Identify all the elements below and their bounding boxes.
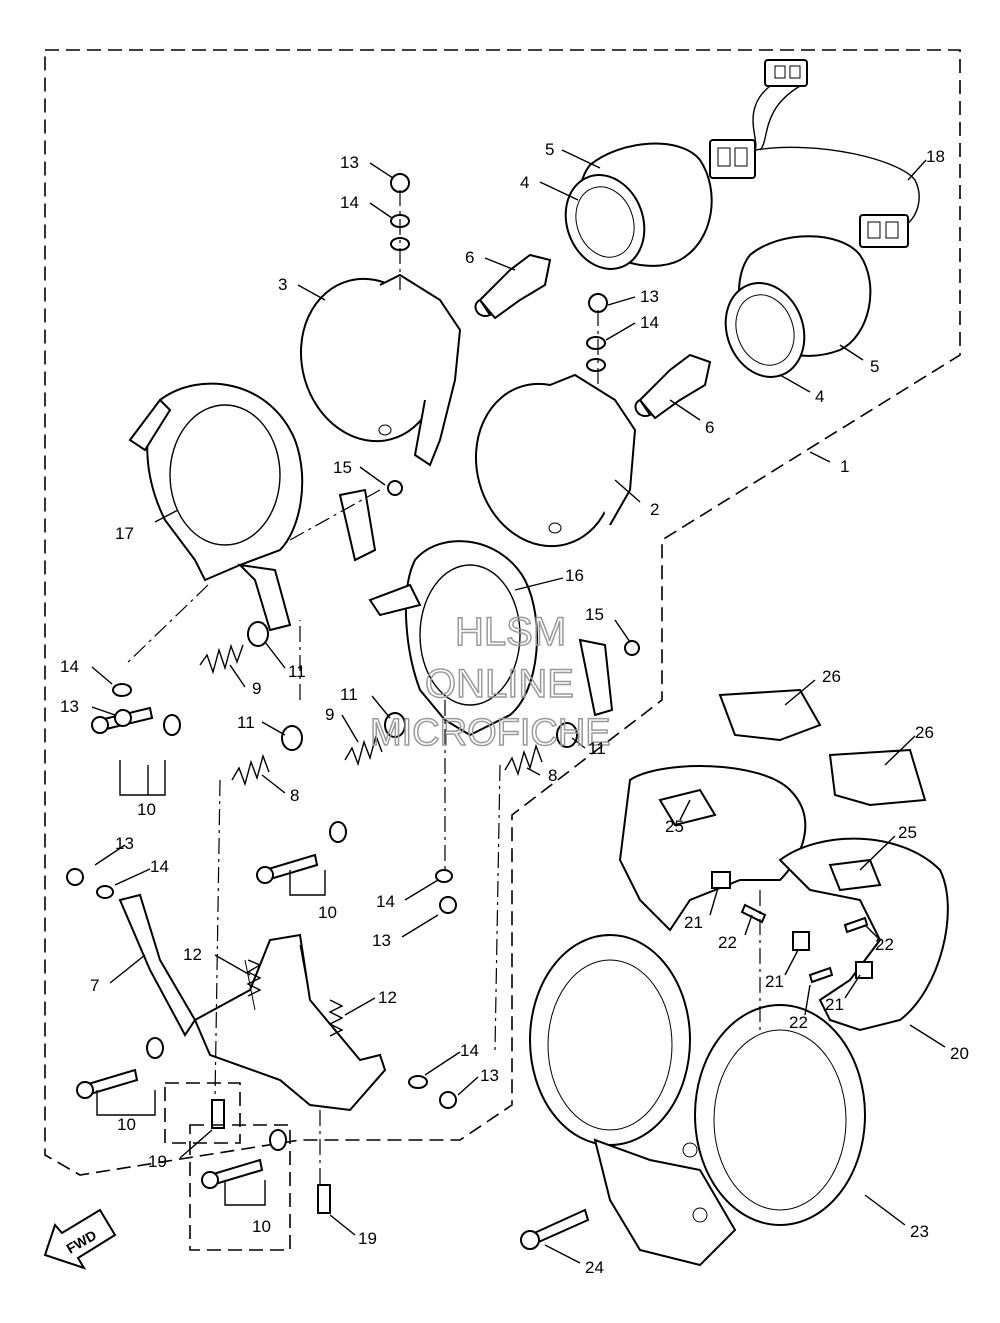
callout-labels: 13 14 3 5 4 6 18 13 14 5 4 6 1 2 17 15 1… xyxy=(60,140,969,1277)
callout-3: 3 xyxy=(278,275,287,294)
headlight-unit-right xyxy=(474,373,637,548)
callout-6: 6 xyxy=(705,418,714,437)
callout-14: 14 xyxy=(640,313,659,332)
alt-bolt-box-19 xyxy=(164,1082,241,1144)
callout-4: 4 xyxy=(520,173,529,192)
callout-20: 20 xyxy=(950,1044,969,1063)
wiring-harness xyxy=(709,59,920,248)
callout-23: 23 xyxy=(910,1222,929,1241)
callout-21: 21 xyxy=(765,972,784,991)
callout-11: 11 xyxy=(588,739,606,758)
callout-6: 6 xyxy=(465,248,474,267)
callout-9: 9 xyxy=(252,679,261,698)
alignment-lines xyxy=(124,190,761,1185)
callout-19: 19 xyxy=(358,1229,377,1248)
callout-8: 8 xyxy=(290,786,299,805)
callout-7: 7 xyxy=(90,976,99,995)
callout-26: 26 xyxy=(915,723,934,742)
callout-4: 4 xyxy=(815,387,824,406)
watermark-line1: HLSM xyxy=(455,610,566,654)
callout-10: 10 xyxy=(137,800,156,819)
callout-24: 24 xyxy=(585,1258,604,1277)
callout-10: 10 xyxy=(318,903,337,922)
springs xyxy=(199,643,543,1037)
callout-25: 25 xyxy=(665,817,684,836)
callout-19: 19 xyxy=(148,1152,167,1171)
callout-14: 14 xyxy=(60,657,79,676)
callout-22: 22 xyxy=(789,1013,808,1032)
watermark-line2: ONLINE xyxy=(425,662,574,706)
assembly-boundary xyxy=(44,49,961,1176)
callout-9: 9 xyxy=(325,705,334,724)
callout-18: 18 xyxy=(926,147,945,166)
callout-1: 1 xyxy=(840,457,849,476)
mounting-ring-17 xyxy=(128,382,304,632)
bracket-plates-26 xyxy=(718,688,927,807)
bracket-plate xyxy=(338,488,377,562)
callout-11: 11 xyxy=(340,685,358,704)
callout-22: 22 xyxy=(875,935,894,954)
callout-2: 2 xyxy=(650,500,659,519)
callout-10: 10 xyxy=(252,1217,271,1236)
callout-21: 21 xyxy=(684,913,703,932)
callout-14: 14 xyxy=(150,857,169,876)
callout-13: 13 xyxy=(372,931,391,950)
callout-10: 10 xyxy=(117,1115,136,1134)
forward-direction-arrow: FWD xyxy=(43,1208,117,1270)
callout-11: 11 xyxy=(237,713,255,732)
callout-13: 13 xyxy=(115,834,134,853)
callout-11: 11 xyxy=(288,662,306,681)
callout-12: 12 xyxy=(183,945,202,964)
callout-13: 13 xyxy=(60,697,79,716)
callout-26: 26 xyxy=(822,667,841,686)
callout-14: 14 xyxy=(340,193,359,212)
headlight-housing-upper xyxy=(474,142,713,320)
callout-17: 17 xyxy=(115,524,134,543)
callout-16: 16 xyxy=(565,566,584,585)
mounting-ring-16 xyxy=(368,540,614,737)
headlight-unit-left xyxy=(299,273,462,467)
callout-14: 14 xyxy=(460,1041,479,1060)
callout-22: 22 xyxy=(718,933,737,952)
callout-15: 15 xyxy=(333,458,352,477)
callout-21: 21 xyxy=(825,995,844,1014)
watermark-line3: MICROFICHE xyxy=(370,712,611,754)
callout-25: 25 xyxy=(898,823,917,842)
callout-5: 5 xyxy=(870,357,879,376)
leader-lines xyxy=(91,149,946,1264)
meter-housing-23 xyxy=(529,934,866,1267)
headlight-stay xyxy=(118,893,387,1112)
callout-8: 8 xyxy=(548,766,557,785)
callout-13: 13 xyxy=(480,1066,499,1085)
watermark: HLSM ONLINE MICROFICHE xyxy=(369,609,611,755)
callout-13: 13 xyxy=(640,287,659,306)
callout-13: 13 xyxy=(340,153,359,172)
callout-5: 5 xyxy=(545,140,554,159)
callout-12: 12 xyxy=(378,988,397,1007)
callout-15: 15 xyxy=(585,605,604,624)
clips xyxy=(711,871,873,984)
headlight-housing-lower xyxy=(634,235,872,420)
bolts xyxy=(66,173,640,1250)
alt-bolt-box-10 xyxy=(189,1124,291,1251)
callout-14: 14 xyxy=(376,892,395,911)
meter-cover-20 xyxy=(618,765,949,1032)
